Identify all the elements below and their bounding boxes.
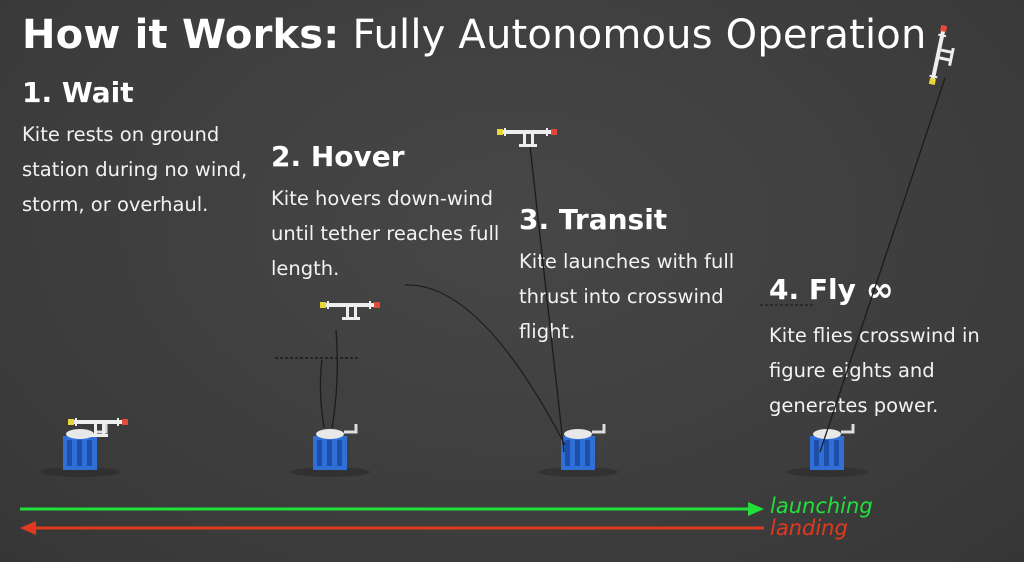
step-heading-text: 4. Fly xyxy=(769,273,856,306)
transit-tether xyxy=(529,145,565,453)
landing-arrow xyxy=(20,521,764,535)
launching-arrow xyxy=(20,502,764,516)
wait-ground-station xyxy=(38,422,122,479)
hover-ground-station xyxy=(288,422,372,479)
step-heading: 1. Wait xyxy=(22,76,134,109)
step-heading: 3. Transit xyxy=(519,203,668,236)
step-heading: 2. Hover xyxy=(271,140,405,173)
fly-tether xyxy=(819,77,946,453)
transit-kite-icon xyxy=(496,127,558,148)
hover-tether-2 xyxy=(331,329,338,429)
step-heading: 4. Fly ∞ xyxy=(769,270,1014,310)
step-text: Kite rests on ground station during no w… xyxy=(22,123,248,216)
slide-title: How it Works: Fully Autonomous Operation xyxy=(22,12,927,58)
landing-label: landing xyxy=(770,516,848,540)
step-transit: 3. Transit Kite launches with full thrus… xyxy=(519,203,759,349)
step-fly: 4. Fly ∞ Kite flies crosswind in figure … xyxy=(769,270,1014,423)
fly-kite-icon xyxy=(926,23,960,89)
title-bold: How it Works: xyxy=(22,12,340,58)
hover-kite-icon xyxy=(319,300,381,321)
step-text: Kite flies crosswind in figure eights an… xyxy=(769,324,980,417)
launching-label: launching xyxy=(770,494,873,518)
title-rest: Fully Autonomous Operation xyxy=(352,12,927,58)
step-wait: 1. Wait Kite rests on ground station dur… xyxy=(22,76,252,222)
step-text: Kite hovers down-wind until tether reach… xyxy=(271,187,500,280)
transit-ground-station xyxy=(536,422,620,479)
hover-tether xyxy=(319,359,325,429)
step-hover: 2. Hover Kite hovers down-wind until tet… xyxy=(271,140,511,286)
transit-tether-2 xyxy=(404,284,566,446)
step-text: Kite launches with full thrust into cros… xyxy=(519,250,735,343)
